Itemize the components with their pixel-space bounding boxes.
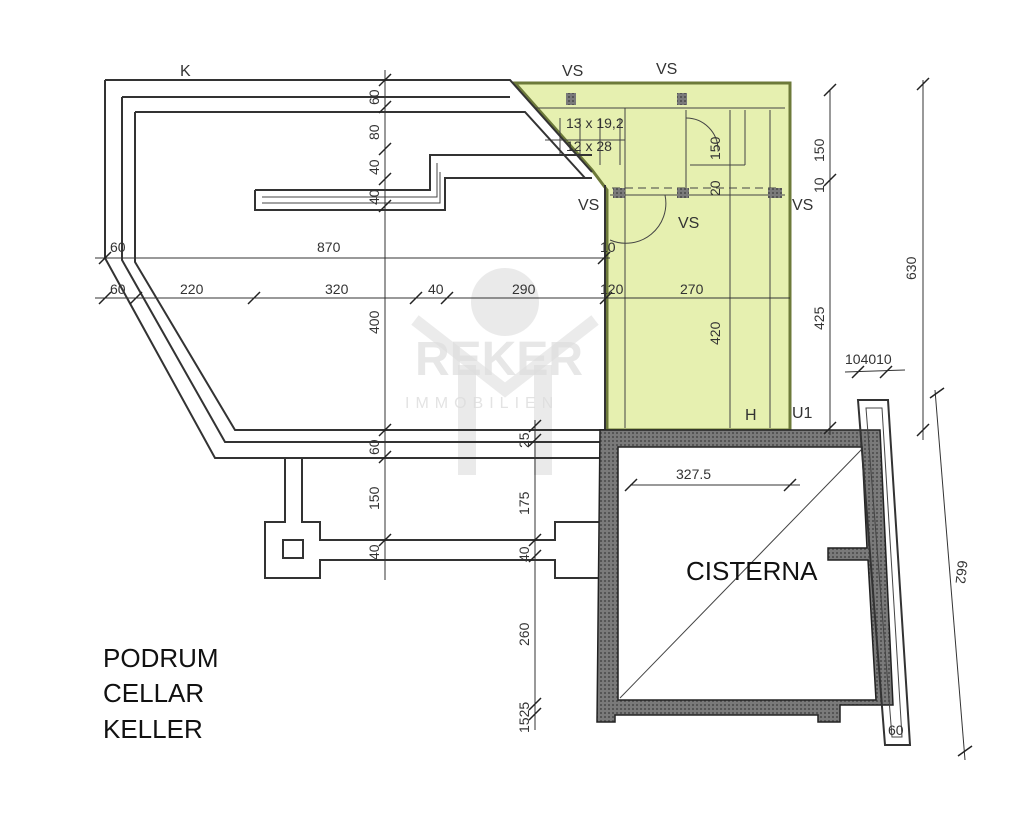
dim-630: 630: [903, 256, 919, 280]
dim-10: 10: [600, 239, 616, 255]
label-vs-2: VS: [656, 61, 677, 78]
dim-1525: 1525: [516, 702, 532, 733]
dim-662: 662: [953, 560, 971, 585]
stair-risers: 13 x 19,2: [566, 115, 624, 131]
dim-327-5: 327.5: [676, 466, 711, 482]
label-k: K: [180, 63, 191, 80]
columns: [566, 93, 782, 198]
dim-40-mid: 40: [366, 544, 382, 560]
label-vs-1: VS: [562, 63, 583, 80]
cisterna-label: CISTERNA: [686, 556, 818, 586]
dim-60-left: 60: [110, 239, 126, 255]
dim-150-stair: 150: [707, 136, 723, 160]
label-vs-5: VS: [792, 197, 813, 214]
label-h: H: [745, 407, 757, 424]
lower-wing: [264, 458, 600, 579]
watermark: REKER IMMOBILIEN: [405, 268, 599, 475]
dim-260: 260: [516, 622, 532, 646]
dim-60-left2: 60: [110, 281, 126, 297]
dimension-lines: [95, 70, 966, 761]
dim-870: 870: [317, 239, 341, 255]
dim-420: 420: [707, 321, 723, 345]
dim-290: 290: [512, 281, 536, 297]
dim-104010: 104010: [845, 351, 892, 367]
dimension-ticks: [98, 73, 973, 757]
stair-lines: [535, 107, 785, 428]
dim-40a: 40: [366, 159, 382, 175]
dim-425: 425: [811, 306, 827, 330]
dim-10-right: 10: [811, 177, 827, 193]
title-podrum: PODRUM: [103, 643, 219, 673]
dim-60-mid: 60: [366, 439, 382, 455]
watermark-sub: IMMOBILIEN: [405, 395, 559, 412]
dim-220: 220: [180, 281, 204, 297]
dim-60-top: 60: [366, 89, 382, 105]
dim-60-bottom: 60: [888, 722, 904, 738]
label-vs-3: VS: [578, 197, 599, 214]
dim-25: 25: [516, 432, 532, 448]
dim-40: 40: [428, 281, 444, 297]
cisterna-room: [596, 399, 912, 746]
dim-320: 320: [325, 281, 349, 297]
dim-150-right: 150: [811, 138, 827, 162]
title-keller: KELLER: [103, 714, 203, 744]
dim-270: 270: [680, 281, 704, 297]
dim-40-low: 40: [516, 546, 532, 562]
label-u1: U1: [792, 405, 813, 422]
dim-175: 175: [516, 491, 532, 515]
watermark-name: REKER: [415, 333, 583, 386]
dim-80: 80: [366, 124, 382, 140]
dim-20: 20: [707, 180, 723, 196]
title-cellar: CELLAR: [103, 678, 204, 708]
floor-title: PODRUM CELLAR KELLER: [103, 643, 219, 744]
room-labels: K VS VS VS VS VS H U1 13 x 19,2 12 x 28 …: [180, 61, 818, 586]
label-vs-4: VS: [678, 215, 699, 232]
main-walls: [104, 79, 606, 459]
dim-120: 120: [600, 281, 624, 297]
dim-40b: 40: [366, 189, 382, 205]
stair-treads: 12 x 28: [566, 138, 612, 154]
dim-150-mid: 150: [366, 486, 382, 510]
dimension-labels: 60 80 40 40 400 60 150 40 870 10 60 60 2…: [110, 89, 971, 738]
dim-400: 400: [366, 310, 382, 334]
